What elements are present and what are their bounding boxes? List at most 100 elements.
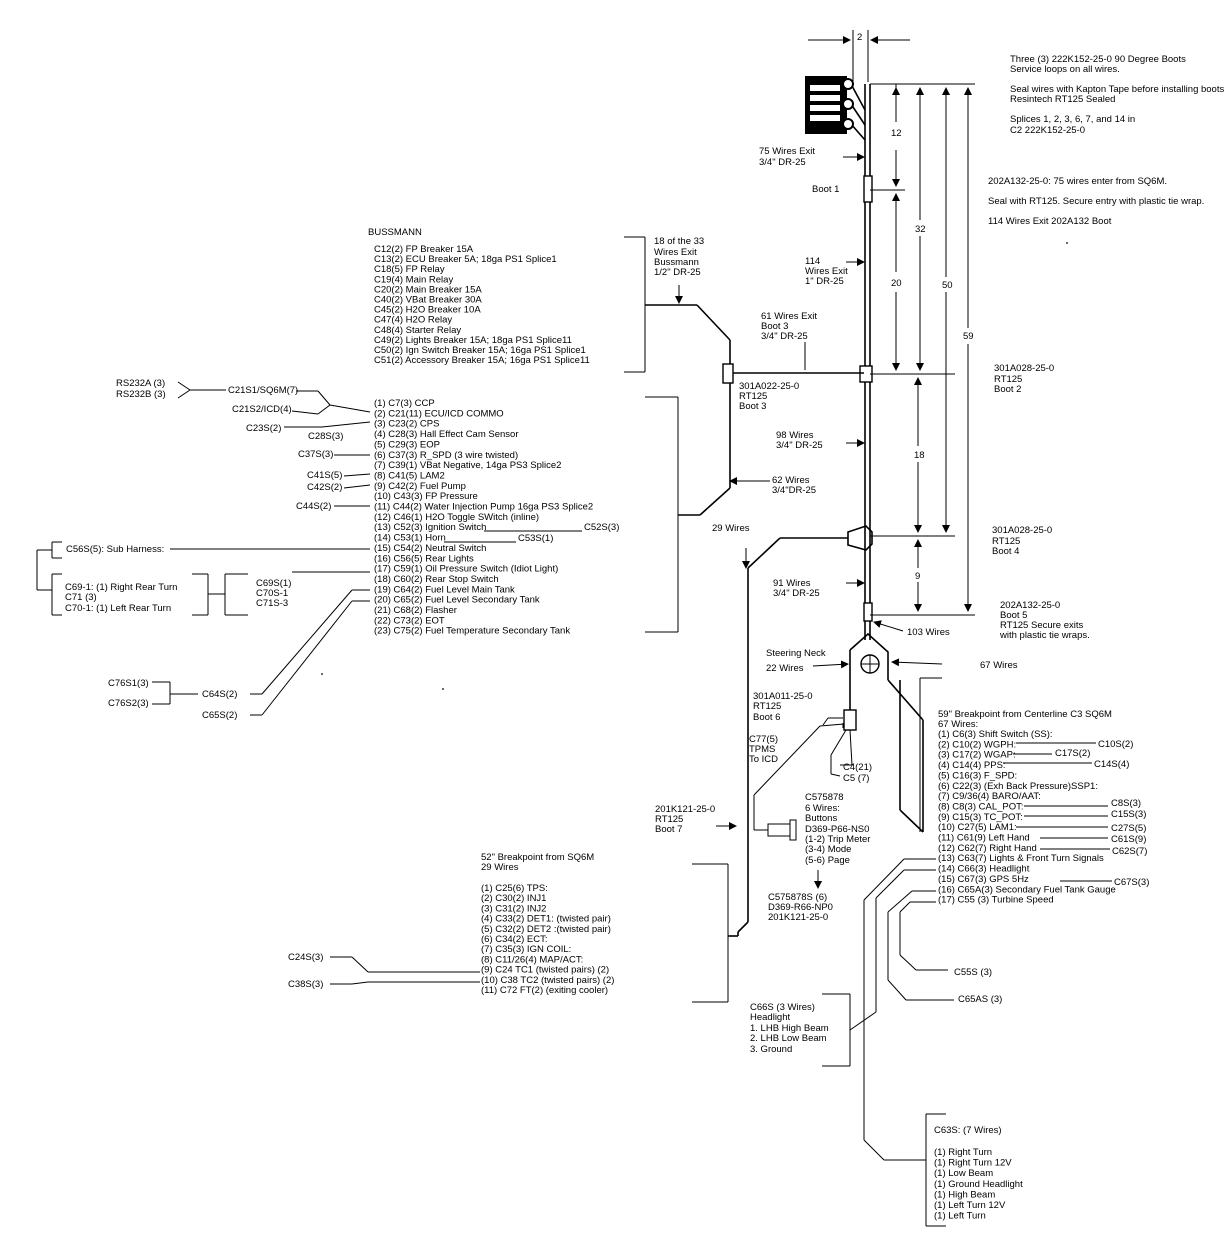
left23-list: (1) C7(3) CCP(2) C21(11) ECU/ICD COMMO(3… <box>374 398 593 637</box>
right67-item: (6) C22(3) (Exh Back Pressure)SSP1: <box>938 781 1098 792</box>
right67-item: (13) C63(7) Lights & Front Turn Signals <box>938 853 1104 864</box>
left23-item: (10) C43(3) FP Pressure <box>374 491 478 502</box>
svg-text:(3-4) Mode: (3-4) Mode <box>805 844 851 855</box>
svg-text:Boot 6: Boot 6 <box>753 712 780 723</box>
left23-item: (5) C29(3) EOP <box>374 439 440 450</box>
svg-text:C24S(3): C24S(3) <box>288 952 323 963</box>
top-notes: Three (3) 222K152-25-0 90 Degree Boots S… <box>1010 54 1224 136</box>
svg-text:3/4"DR-25: 3/4"DR-25 <box>772 485 816 496</box>
dim-18-label: 18 <box>914 450 925 461</box>
svg-text:Boot 1: Boot 1 <box>812 184 839 195</box>
svg-text:201K121-25-0: 201K121-25-0 <box>768 912 828 923</box>
svg-text:C70S-1: C70S-1 <box>256 588 288 599</box>
svg-text:RT125: RT125 <box>739 391 767 402</box>
svg-text:22 Wires: 22 Wires <box>766 663 804 674</box>
right67-item: (11) C61(9) Left Hand <box>938 833 1030 844</box>
svg-text:Boot 5: Boot 5 <box>1000 610 1027 621</box>
svg-text:Bussmann: Bussmann <box>654 257 699 268</box>
bussmann-item: C12(2) FP Breaker 15A <box>374 244 474 255</box>
svg-text:Headlight: Headlight <box>750 1012 790 1023</box>
svg-text:C70-1: (1) Left Rear Turn: C70-1: (1) Left Rear Turn <box>65 603 171 614</box>
sq6m52-item: (2) C30(2) INJ1 <box>481 893 546 904</box>
svg-text:C575878: C575878 <box>805 792 844 803</box>
left23-item: (23) C75(2) Fuel Temperature Secondary T… <box>374 626 570 637</box>
svg-text:C76S1(3): C76S1(3) <box>108 678 149 689</box>
dim-9-label: 9 <box>915 571 920 582</box>
left23-item: (9) C42(2) Fuel Pump <box>374 481 466 492</box>
right67-item: (9) C15(3) TC_POT: <box>938 812 1023 823</box>
svg-text:C61S(9): C61S(9) <box>1111 834 1146 845</box>
svg-text:RT125 Secure exits: RT125 Secure exits <box>1000 620 1084 631</box>
svg-text:TPMS: TPMS <box>749 744 775 755</box>
bussmann-item: C47(4) H2O Relay <box>374 315 452 326</box>
right-branch: 59" Breakpoint from Centerline C3 SQ6M 6… <box>750 677 1149 1227</box>
right67-item: (10) C27(5) LAM1: <box>938 822 1017 833</box>
svg-text:D369-P66-NS0: D369-P66-NS0 <box>805 824 869 835</box>
connector-block <box>805 76 854 134</box>
svg-text:Seal wires with Kapton Tape be: Seal wires with Kapton Tape before insta… <box>1010 84 1224 95</box>
svg-text:18 of the 33: 18 of the 33 <box>654 236 704 247</box>
svg-text:C5 (7): C5 (7) <box>843 773 869 784</box>
svg-text:RS232A (3): RS232A (3) <box>116 378 165 389</box>
svg-text:C575878S (6): C575878S (6) <box>768 892 827 903</box>
svg-text:Service loops on all wires.: Service loops on all wires. <box>1010 64 1120 75</box>
left23-item: (3) C23(2) CPS <box>374 419 439 430</box>
right67-item: (5) C16(3) F_SPD: <box>938 770 1017 781</box>
svg-text:Wires Exit: Wires Exit <box>805 266 848 277</box>
left23-item: (21) C68(2) Flasher <box>374 605 457 616</box>
c63s-title: C63S: (7 Wires) <box>934 1125 1002 1136</box>
svg-text:Steering Neck: Steering Neck <box>766 648 826 659</box>
svg-text:C2 222K152-25-0: C2 222K152-25-0 <box>1010 125 1085 136</box>
bussmann-title: BUSSMANN <box>368 227 422 238</box>
svg-text:C53S(1): C53S(1) <box>518 533 553 544</box>
right67-item: (16) C65A(3) Secondary Fuel Tank Gauge <box>938 884 1116 895</box>
sq6m52-item: (3) C31(2) INJ2 <box>481 903 546 914</box>
right67-item: (3) C17(2) WGAP: <box>938 750 1016 761</box>
svg-text:C65S(2): C65S(2) <box>202 710 237 721</box>
svg-text:C21S1/SQ6M(7): C21S1/SQ6M(7) <box>228 385 298 396</box>
svg-text:61 Wires Exit: 61 Wires Exit <box>761 311 817 322</box>
svg-text:6 Wires:: 6 Wires: <box>805 803 840 814</box>
svg-text:67 Wires:: 67 Wires: <box>938 719 978 730</box>
svg-text:C69S(1): C69S(1) <box>256 578 291 589</box>
svg-text:C21S2/ICD(4): C21S2/ICD(4) <box>232 404 292 415</box>
left23-item: (12) C46(1) H2O Toggle SWitch (inline) <box>374 512 539 523</box>
svg-text:C76S2(3): C76S2(3) <box>108 698 149 709</box>
left23-item: (7) C39(1) VBat Negative, 14ga PS3 Splic… <box>374 460 561 471</box>
left23-item: (6) C37(3) R_SPD (3 wire twisted) <box>374 450 518 461</box>
sq6m52-item: (4) C33(2) DET1: (twisted pair) <box>481 914 611 925</box>
boot-1 <box>863 175 873 203</box>
svg-text:Buttons: Buttons <box>805 813 837 824</box>
dim-12-label: 12 <box>891 128 902 139</box>
left23-item: (22) C73(2) EOT <box>374 615 445 626</box>
svg-text:Boot 3: Boot 3 <box>739 401 766 412</box>
svg-text:RS232B (3): RS232B (3) <box>116 389 166 400</box>
svg-text:98 Wires: 98 Wires <box>776 430 814 441</box>
right67-item: (12) C62(7) Right Hand <box>938 843 1037 854</box>
bussmann-item: C13(2) ECU Breaker 5A; 18ga PS1 Splice1 <box>374 254 557 265</box>
wire29-branch: 201K121-25-0 RT125 Boot 7 52" Breakpoint… <box>288 537 848 1003</box>
svg-text:To ICD: To ICD <box>749 754 778 765</box>
svg-text:C8S(3): C8S(3) <box>1111 798 1141 809</box>
sq6m52-item: (10) C38 TC2 (twisted pairs) (2) <box>481 975 614 986</box>
svg-text:C56S(5): Sub Harness:: C56S(5): Sub Harness: <box>66 544 164 555</box>
bussmann-item: C40(2) VBat Breaker 30A <box>374 295 482 306</box>
svg-text:3. Ground: 3. Ground <box>750 1044 792 1055</box>
bussmann-branch: 18 of the 33 Wires Exit Bussmann 1/2" DR… <box>368 227 734 384</box>
svg-text:2. LHB Low Beam: 2. LHB Low Beam <box>750 1033 827 1044</box>
svg-text:Boot 3: Boot 3 <box>761 321 788 332</box>
boot202a132-notes: 202A132-25-0: 75 wires enter from SQ6M. … <box>988 176 1204 227</box>
right67-item: (17) C55 (3) Turbine Speed <box>938 895 1054 906</box>
svg-text:RT125: RT125 <box>994 374 1022 385</box>
c63s-item: (1) Ground Headlight <box>934 1179 1023 1190</box>
svg-text:Resintech RT125 Sealed: Resintech RT125 Sealed <box>1010 94 1115 105</box>
bussmann-item: C45(2) H2O Breaker 10A <box>374 305 481 316</box>
svg-text:C69-1: (1) Right Rear Turn: C69-1: (1) Right Rear Turn <box>65 582 177 593</box>
sq6m52-item: (7) C35(3) IGN COIL: <box>481 944 571 955</box>
sq6m52-list: (1) C25(6) TPS:(2) C30(2) INJ1(3) C31(2)… <box>481 883 614 996</box>
svg-text:C55S (3): C55S (3) <box>954 967 992 978</box>
svg-text:67 Wires: 67 Wires <box>980 660 1018 671</box>
svg-text:301A022-25-0: 301A022-25-0 <box>739 381 799 392</box>
